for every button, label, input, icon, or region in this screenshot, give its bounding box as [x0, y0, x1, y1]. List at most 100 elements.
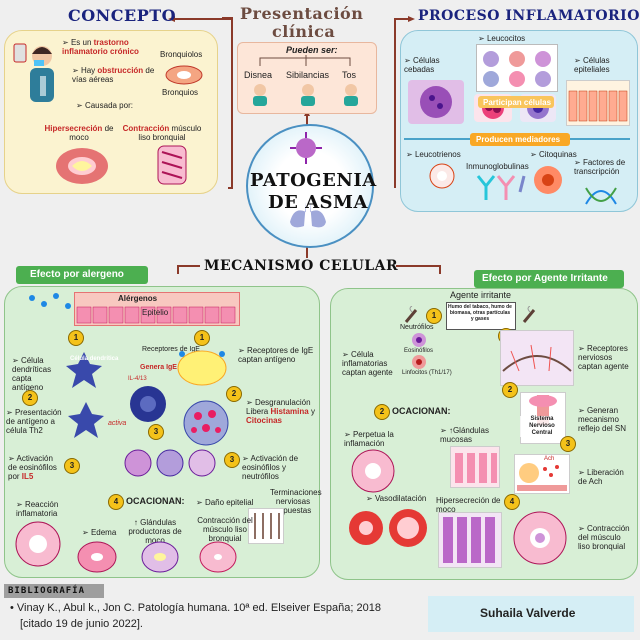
- celulas-epiteliales-label: ➢ Células epiteliales: [574, 56, 628, 74]
- bronquiolos-label: Bronquiolos: [160, 50, 203, 59]
- b-cell-icon: [126, 384, 170, 424]
- concepto-contraccion: Contracción músculo liso bronquial: [118, 124, 206, 142]
- activa-label: activa: [108, 420, 127, 427]
- hipersecrecion-highlight: Hipersecreción: [44, 124, 103, 133]
- edema-airway-image: [76, 540, 118, 574]
- concepto-bullet-2: ➢ Hay obstrucción de vías aéreas: [72, 66, 162, 84]
- receptores-nerviosos-text: Receptores nerviosos captan agente: [578, 344, 629, 371]
- bullet-arrow-icon: ➢: [574, 158, 583, 167]
- hipersecrecion-post: de moco: [69, 124, 114, 142]
- step-3b-badge: 3: [64, 458, 80, 474]
- neutrofilo-cell-icon: [408, 332, 430, 348]
- bullet-arrow-icon: ➢: [196, 498, 205, 507]
- mucous-glands-image: [450, 446, 500, 488]
- bullet-dot-icon: •: [10, 602, 17, 614]
- nerve-endings-image: [248, 508, 284, 544]
- bullet-arrow-icon: ➢: [82, 528, 91, 537]
- bibliografia-header: [4, 584, 104, 598]
- terminaciones-label: Terminaciones nerviosas expuestas: [270, 488, 322, 515]
- captan-antigeno-label: ➢ Receptores de IgE captan antígeno: [238, 346, 314, 364]
- presentacion-title-1: Presentación: [240, 4, 364, 23]
- bullet-arrow-icon: ➢: [404, 56, 413, 65]
- inmunoglobulinas-label: Inmunoglobulinas: [466, 162, 529, 171]
- bullet-arrow-icon: ➢: [344, 430, 353, 439]
- alergenos-label: Alérgenos: [118, 294, 158, 303]
- bronchial-contraction-image: [198, 540, 238, 574]
- symptom-tos: Tos: [342, 70, 357, 80]
- citoquinas-label: ➢ Citoquinas: [530, 150, 577, 159]
- epithelium-strip: [74, 292, 240, 326]
- humo-text: Humo del tabaco, humo de biomasa, otras …: [448, 304, 512, 322]
- inhaler-person-illustration: [10, 40, 60, 112]
- receptores-nerviosos-label: ➢ Receptores nerviosos captan agente: [578, 344, 634, 371]
- bullet-arrow-icon: ➢: [76, 101, 85, 110]
- bullet-arrow-icon: ➢: [574, 56, 583, 65]
- snc-text: Sistema Nervioso Central: [520, 416, 564, 437]
- cytokine-cell-image: [532, 164, 564, 196]
- contraccion-alergeno-label: Contracción del músculo liso bronquial: [188, 516, 262, 543]
- dano-epitelial-label: ➢ Daño epitelial: [196, 498, 253, 507]
- step-4-badge: 4: [108, 494, 124, 510]
- y-text: y: [310, 407, 315, 416]
- sibilancias-person-icon: [298, 82, 318, 106]
- activacion-eos-text: Activación de eosinófilos y neutrófilos: [242, 454, 299, 481]
- bullet-arrow-icon: ➢: [16, 500, 25, 509]
- neutrofilos-label: Neutrófilos: [400, 324, 434, 331]
- ach-label: Ach: [544, 456, 555, 462]
- activacion-il5-pre: Activación de eosinófilos por: [8, 454, 57, 481]
- bullet-arrow-icon: ➢: [246, 398, 255, 407]
- leucocitos-label: ➢ Leucocitos: [478, 34, 525, 43]
- irritante-header: [474, 270, 624, 288]
- bullet-arrow-icon: ➢: [578, 344, 587, 353]
- irr-step-3-badge: 3: [560, 436, 576, 452]
- bullet-arrow-icon: ➢: [12, 356, 21, 365]
- irr-step-2b-badge: 2: [374, 404, 390, 420]
- dna-icon: [584, 184, 618, 208]
- histamina-text: Histamina: [270, 407, 309, 416]
- ocacionan-irritante: OCACIONAN:: [392, 406, 451, 416]
- generan-text: Generan mecanismo reflejo del SN: [578, 406, 627, 433]
- vasodilatacion-label: ➢ Vasodilatación: [366, 494, 426, 503]
- contraccion-highlight: Contracción: [122, 124, 170, 133]
- hipersecrecion-irr-text: Hipersecreción de moco: [436, 496, 501, 514]
- irritante-title: Efecto por Agente Irritante: [482, 273, 608, 284]
- step-3-badge: 3: [148, 424, 164, 440]
- producen-mediadores-pill: [470, 133, 570, 146]
- bullet-arrow-icon: ➢: [242, 454, 251, 463]
- generan-label: ➢ Generan mecanismo reflejo del SN: [578, 406, 634, 433]
- eosinofilos-label: Eosinófilos: [404, 348, 434, 354]
- bullet-arrow-icon: ➢: [478, 34, 487, 43]
- pueden-ser-label: Pueden ser:: [286, 45, 338, 55]
- celula-dendritica-label: Célula dendrítica: [70, 356, 119, 362]
- bullet-arrow-icon: ➢: [6, 408, 15, 417]
- bullet-arrow-icon: ➢: [8, 454, 17, 463]
- step-3c-badge: 3: [224, 452, 240, 468]
- lungs-icon: [286, 200, 330, 230]
- proceso-title: PROCESO INFLAMATORIO: [418, 8, 640, 24]
- vessels-image: [346, 508, 432, 548]
- author-box: [428, 596, 634, 632]
- tos-person-icon: [341, 82, 361, 106]
- glandulas-alergeno-text: ↑ Glándulas productoras de moco: [128, 518, 182, 545]
- bibliografia-title: BIBLIOGRAFÍA: [8, 586, 86, 596]
- contraccion-alergeno-text: Contracción del músculo liso bronquial: [197, 516, 253, 543]
- bullet-arrow-icon: ➢: [530, 150, 539, 159]
- il5-text: IL5: [21, 472, 34, 481]
- bibliografia-line1: • Vinay K., Abul k., Jon C. Patología hu…: [10, 602, 381, 614]
- agente-irritante-label: Agente irritante: [450, 290, 512, 300]
- muscle-illustration: [152, 144, 192, 186]
- bullet-arrow-icon: ➢: [366, 494, 375, 503]
- bibliografia-line1-text: Vinay K., Abul k., Jon C. Patología huma…: [16, 602, 381, 614]
- reaccion-label: ➢ Reacción inflamatoria: [16, 500, 64, 518]
- terminaciones-text: Terminaciones nerviosas expuestas: [270, 488, 322, 515]
- center-title-2: DE ASMA: [268, 192, 368, 213]
- edema-label: ➢ Edema: [82, 528, 116, 537]
- mucus-illustration: [54, 146, 110, 186]
- citocinas-text: Citocinas: [246, 416, 283, 425]
- mucus-tissue-image: [438, 512, 502, 568]
- presentacion-text: Presentación de antígeno a célula Th2: [6, 408, 62, 435]
- bibliografia-line2: [citado 19 de junio 2022].: [20, 618, 143, 630]
- irr-step-4-badge: 4: [504, 494, 520, 510]
- step-2-badge: 2: [22, 390, 38, 406]
